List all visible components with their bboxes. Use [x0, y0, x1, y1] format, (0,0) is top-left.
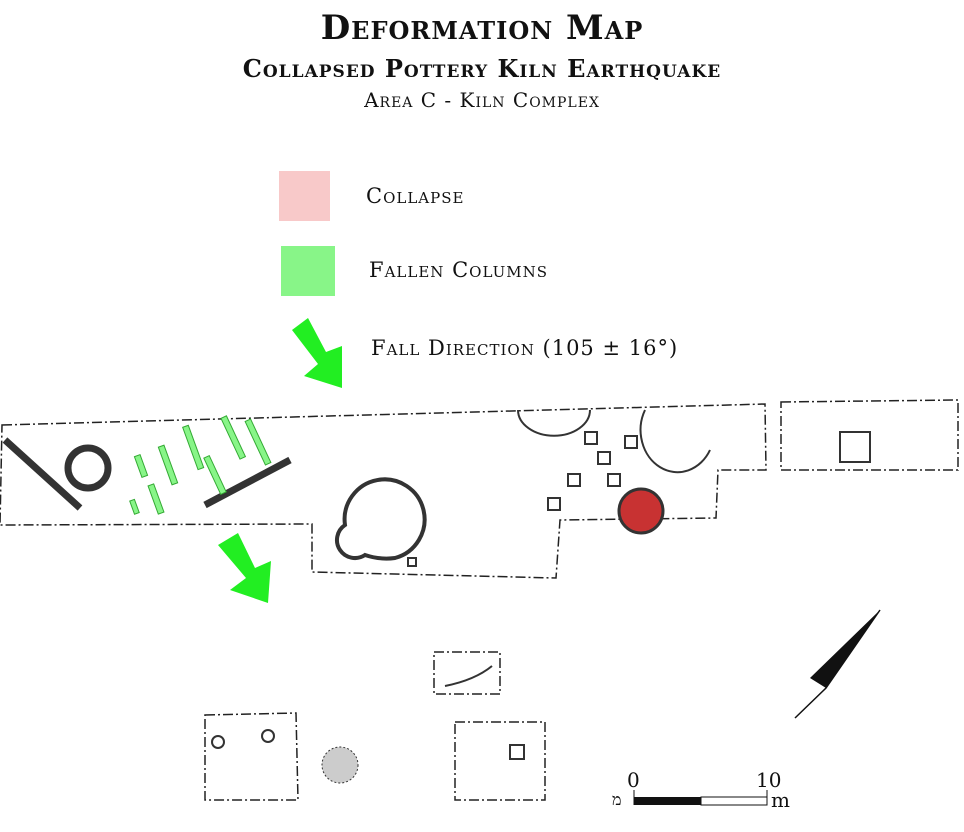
- structure: [509, 744, 525, 760]
- excavation-boundary-east: [780, 399, 959, 471]
- north-arrow-icon: [810, 610, 880, 688]
- scale-bar-black: [634, 797, 701, 805]
- fall-direction-arrow-map: [218, 533, 271, 603]
- legend-swatch-fallen-columns: [281, 246, 335, 296]
- legend-label-fall-direction: Fall Direction (105 ± 16°): [371, 336, 679, 360]
- scale-end-label: 10: [756, 768, 782, 792]
- wall: [203, 456, 292, 509]
- fallen-column: [157, 444, 179, 486]
- legend-label-fallen-columns: Fallen Columns: [369, 258, 548, 282]
- fallen-column: [182, 424, 205, 471]
- pillar: [407, 557, 417, 567]
- fall-direction-arrow-icon: [292, 318, 342, 388]
- kiln: [335, 477, 427, 561]
- fallen-column: [133, 453, 149, 479]
- north-arrow-tail: [794, 609, 881, 719]
- fallen-column: [244, 418, 272, 466]
- fallen-column: [147, 483, 165, 515]
- curved-wall: [444, 665, 493, 687]
- map-title: Deformation Map: [320, 8, 644, 48]
- excavation-boundary-small-2: [204, 712, 299, 801]
- legend-label-collapse: Collapse: [366, 184, 465, 208]
- scale-start-label: 0: [627, 768, 640, 792]
- pillar: [597, 451, 611, 465]
- pillar: [624, 435, 638, 449]
- fallen-column: [220, 415, 247, 460]
- collapse-area: [617, 487, 665, 535]
- excavation-boundary-small-1: [433, 651, 501, 695]
- structure: [839, 431, 871, 463]
- kiln-chamber: [639, 409, 711, 474]
- ring: [261, 729, 275, 743]
- excavation-boundary-small-3: [454, 721, 546, 801]
- excavation-boundary-main: [0, 403, 767, 579]
- round-structure: [64, 444, 112, 492]
- fallen-column: [129, 498, 140, 515]
- scale-bar-white: [700, 796, 768, 806]
- pillar: [567, 473, 581, 487]
- area-label: Area C - Kiln Complex: [364, 88, 600, 112]
- map-subtitle: Collapsed Pottery Kiln Earthquake: [242, 54, 722, 83]
- ring: [211, 735, 225, 749]
- scale-unit-hebrew: מ: [612, 790, 622, 809]
- pillar: [607, 473, 621, 487]
- legend-swatch-collapse: [279, 171, 330, 221]
- wall: [2, 437, 83, 511]
- pillar: [547, 497, 561, 511]
- pillar: [584, 431, 598, 445]
- kiln-chamber: [517, 409, 591, 437]
- fallen-column: [203, 454, 227, 496]
- scale-unit-label: m: [771, 788, 790, 812]
- rubble: [321, 746, 359, 784]
